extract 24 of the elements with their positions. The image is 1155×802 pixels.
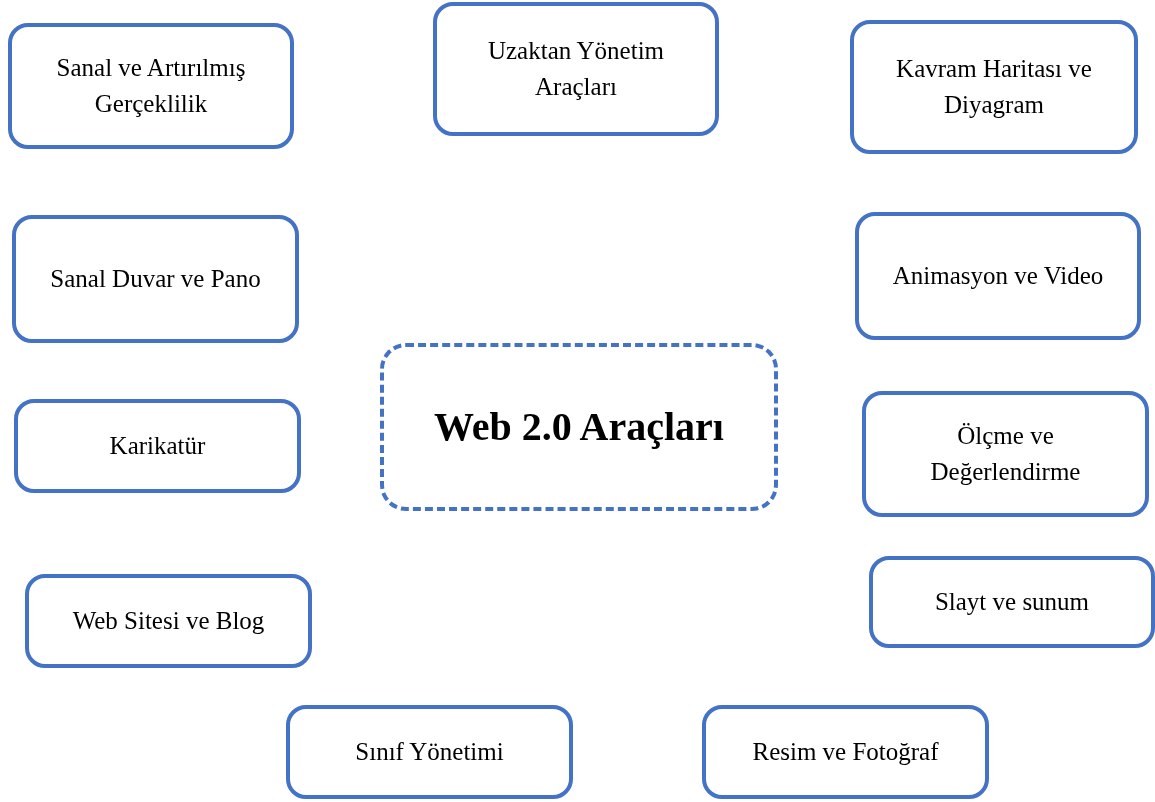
topic-box — [433, 2, 719, 136]
node-label: Slayt ve sunum — [934, 587, 1090, 617]
node-label: Web Sitesi ve Blog — [72, 606, 265, 636]
topic-box — [8, 23, 294, 149]
topic-box — [14, 399, 301, 493]
topic-box — [869, 556, 1155, 648]
node-label: Web 2.0 Araçları — [434, 403, 724, 451]
topic-box — [12, 215, 299, 343]
topic-box — [702, 705, 989, 799]
node-label: Kavram Haritası ve Diyagram — [895, 54, 1093, 120]
node-label: Sınıf Yönetimi — [355, 737, 504, 767]
node-label: Uzaktan Yönetim Araçları — [486, 36, 666, 102]
node-label: Resim ve Fotoğraf — [752, 737, 939, 767]
node-label: Sanal Duvar ve Pano — [50, 264, 261, 294]
topic-box — [25, 574, 312, 668]
topic-box — [286, 705, 573, 799]
node-label: Sanal ve Artırılmış Gerçeklilik — [55, 53, 247, 119]
node-label: Karikatür — [109, 431, 206, 461]
node-label: Animasyon ve Video — [892, 261, 1104, 291]
central-topic-box — [380, 343, 778, 511]
topic-box — [862, 391, 1149, 517]
node-label: Ölçme ve Değerlendirme — [929, 421, 1082, 487]
topic-box — [850, 20, 1138, 154]
topic-box — [855, 212, 1141, 340]
